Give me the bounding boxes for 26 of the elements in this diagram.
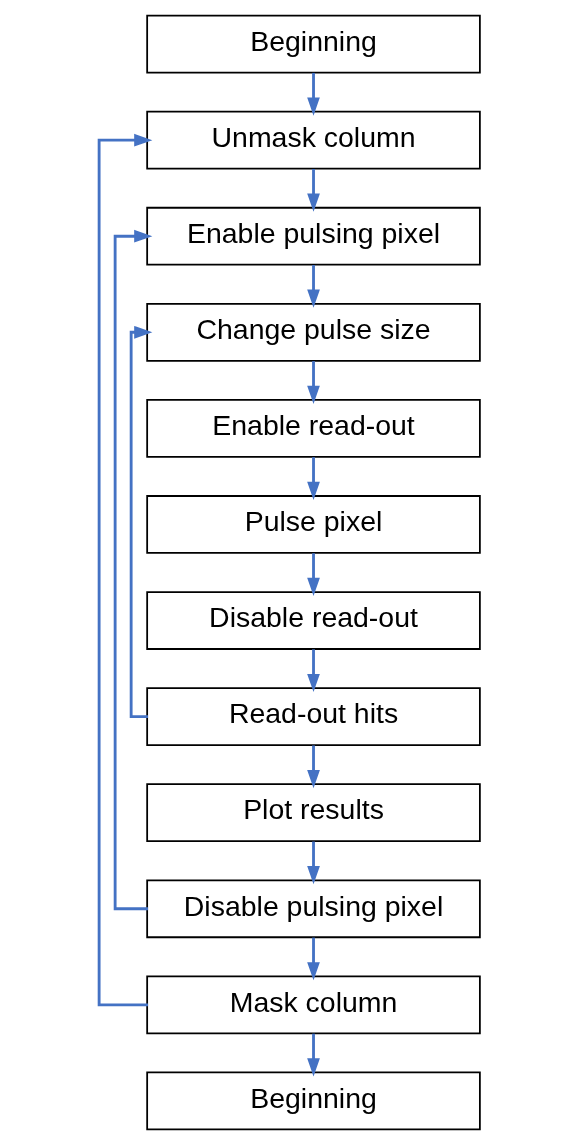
node-box: Beginning	[145, 14, 481, 74]
node-box: Unmask column	[145, 110, 481, 170]
node-box: Enable read-out	[145, 399, 481, 458]
arrow	[306, 265, 320, 308]
arrow	[306, 553, 320, 597]
node-box: Beginning	[145, 1071, 481, 1131]
arrow	[129, 325, 152, 719]
node-box: Enable pulsing pixel	[145, 206, 481, 266]
node-box: Mask column	[145, 975, 481, 1035]
arrow	[306, 168, 320, 212]
arrow	[306, 1033, 320, 1077]
arrow	[306, 745, 320, 789]
arrow	[97, 133, 152, 1007]
node-box: Disable read-out	[145, 591, 481, 650]
node-box: Read-out hits	[145, 687, 481, 746]
node-box: Change pulse size	[145, 302, 481, 362]
arrow	[306, 457, 320, 500]
arrow	[306, 361, 320, 404]
node-box: Disable pulsing pixel	[145, 879, 481, 939]
node-box: Pulse pixel	[145, 495, 481, 554]
node-box: Plot results	[145, 783, 481, 843]
arrow	[306, 649, 320, 693]
arrow	[306, 72, 320, 116]
arrow	[113, 229, 152, 911]
arrow	[306, 841, 320, 885]
arrow	[306, 937, 320, 981]
